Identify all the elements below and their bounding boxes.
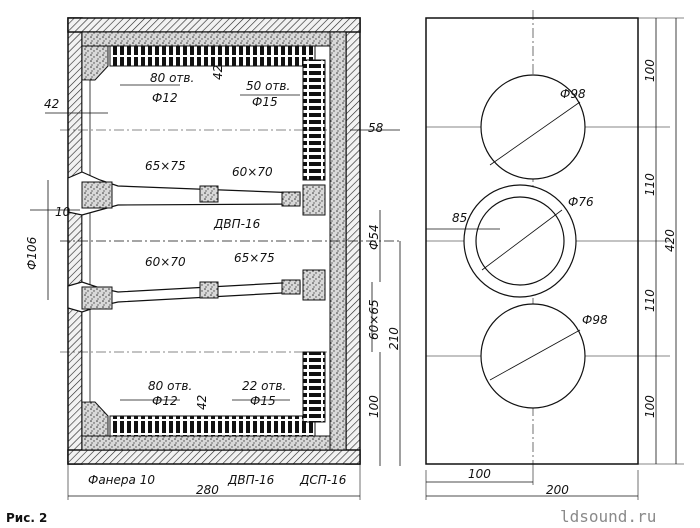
label-dia-bot: Ф98: [582, 313, 608, 327]
label-dim-106: Ф106: [25, 236, 39, 270]
label-dim-100-bot: 100: [643, 395, 657, 418]
label-dim-60x65: 60×65: [367, 299, 381, 340]
right-perforated-upper: [302, 59, 326, 181]
label-dim-100-left: 100: [367, 395, 381, 418]
label-bottom-holes: 80 отв.: [148, 379, 192, 393]
section-view: 80 отв. Ф12 50 отв. Ф15 42 42 58 65×75 6…: [25, 17, 401, 500]
bottom-perforated-panel: [109, 415, 316, 437]
label-dim-42-top: 42: [211, 65, 225, 80]
label-dim-110-a: 110: [643, 173, 657, 196]
label-60x70-low: 60×70: [145, 255, 186, 269]
bottom-inner-layer: [81, 435, 347, 451]
label-bottom-right-holes-dia: Ф15: [250, 394, 276, 408]
lower-driver-flange: [199, 281, 219, 299]
lower-driver-back: [281, 279, 301, 295]
label-dia-mid: Ф76: [568, 195, 594, 209]
lower-driver-magnet: [81, 286, 113, 310]
site-watermark: ldsound.ru: [560, 507, 656, 526]
label-top-holes-dia: Ф12: [152, 91, 178, 105]
left-top-block: [81, 45, 109, 81]
upper-driver-magnet: [81, 181, 113, 209]
label-dim-420: 420: [663, 229, 677, 252]
label-dvp16-mid: ДВП-16: [213, 217, 261, 231]
right-perforated-lower: [302, 351, 326, 423]
top-perforated-panel: [109, 45, 316, 67]
label-dim-42-bottom: 42: [195, 395, 209, 410]
right-block-a: [302, 184, 326, 216]
upper-driver-flange: [199, 185, 219, 203]
right-block-b: [302, 269, 326, 301]
label-dim-110-b: 110: [643, 289, 657, 312]
label-dim-58: 58: [368, 121, 384, 135]
front-view: Ф98 Ф76 Ф98 85 100 110 110 100 420 100 2…: [425, 10, 684, 500]
left-bottom-block: [81, 401, 109, 437]
figure-label: Рис. 2: [6, 511, 47, 525]
upper-driver-back: [281, 191, 301, 207]
label-dim-200: 200: [546, 483, 569, 497]
label-top-right-holes-dia: Ф15: [252, 95, 278, 109]
label-dvp16-bottom: ДВП-16: [227, 473, 275, 487]
label-dim-280: 280: [196, 483, 219, 497]
label-dia-top: Ф98: [560, 87, 586, 101]
label-dim-10: 10: [55, 205, 71, 219]
label-dim-54: Ф54: [367, 224, 381, 250]
top-inner-layer: [81, 31, 347, 47]
label-top-holes: 80 отв.: [150, 71, 194, 85]
label-dsp16: ДСП-16: [299, 473, 347, 487]
label-bottom-right-holes: 22 отв.: [242, 379, 286, 393]
label-top-right-holes: 50 отв.: [246, 79, 290, 93]
label-65x75-low: 65×75: [234, 251, 275, 265]
label-65x75-top: 65×75: [145, 159, 186, 173]
label-dim-85: 85: [452, 211, 467, 225]
label-dim-100-top: 100: [643, 59, 657, 82]
label-60x70-top: 60×70: [232, 165, 273, 179]
label-dim-100-width: 100: [468, 467, 491, 481]
label-bottom-holes-dia: Ф12: [152, 394, 178, 408]
top-wall: [67, 17, 361, 33]
bottom-wall: [67, 449, 361, 465]
label-plywood: Фанера 10: [88, 473, 155, 487]
label-dim-210: 210: [387, 327, 401, 350]
label-dim-42-left: 42: [44, 97, 59, 111]
